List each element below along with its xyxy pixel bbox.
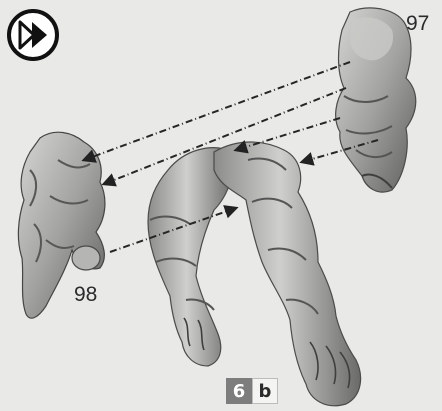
step-number: 6 [226,378,252,404]
torso-arm [214,142,361,406]
step-badge: 6 b [226,378,278,404]
part-label-97: 97 [406,12,429,36]
part-label-98: 98 [74,283,97,307]
part-97-shoulder [336,8,416,192]
step-sub-letter: b [252,378,278,404]
